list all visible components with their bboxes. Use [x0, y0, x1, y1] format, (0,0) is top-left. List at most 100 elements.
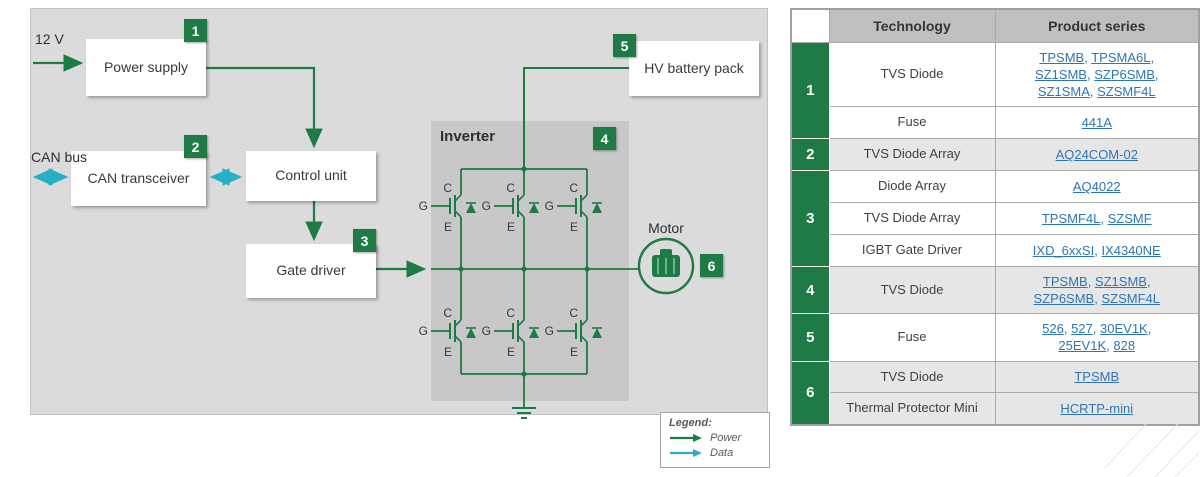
- product-link[interactable]: AQ4022: [1072, 179, 1121, 195]
- group-number-cell: 3: [790, 170, 830, 267]
- hv-battery-pack-label: HV battery pack: [644, 59, 744, 76]
- technology-cell: Fuse: [828, 106, 996, 140]
- product-series-cell: TPSMB, TPSMA6L, SZ1SMB, SZP6SMB, SZ1SMA,…: [994, 41, 1200, 108]
- terminal-label-gate: G: [419, 199, 428, 213]
- product-link[interactable]: TPSMB: [1042, 273, 1088, 289]
- group-number-cell: 2: [790, 138, 830, 172]
- product-link[interactable]: SZSMF4L: [1101, 291, 1160, 307]
- technology-cell: TVS Diode Array: [828, 138, 996, 172]
- group-number-cell: 1: [790, 41, 830, 140]
- decorative-pattern: [1104, 407, 1200, 477]
- product-series-cell: IXD_6xxSI, IX4340NE: [994, 234, 1200, 267]
- technology-cell: TVS Diode: [828, 265, 996, 315]
- badge-5-hv-battery: 5: [613, 34, 636, 57]
- table-row: Thermal Protector Mini HCRTP-mini: [791, 392, 1200, 426]
- product-link[interactable]: SZ1SMB: [1094, 273, 1147, 289]
- group-number-cell: 5: [790, 313, 830, 362]
- group-number-cell: 4: [790, 265, 830, 315]
- product-series-cell: AQ24COM-02: [994, 138, 1200, 172]
- technology-cell: Diode Array: [828, 170, 996, 204]
- legend-title: Legend:: [669, 417, 712, 429]
- power-supply-box: Power supply: [86, 39, 206, 96]
- product-series-cell: 526, 527, 30EV1K, 25EV1K, 828: [994, 313, 1200, 362]
- product-link[interactable]: SZSMF: [1107, 211, 1152, 226]
- can-transceiver-label: CAN transceiver: [87, 169, 190, 186]
- gate-driver-label: Gate driver: [276, 262, 346, 279]
- hv-battery-pack-box: HV battery pack: [629, 41, 759, 96]
- legend: Legend: Power Data: [660, 412, 770, 468]
- table-header-technology: Technology: [828, 8, 996, 43]
- product-link[interactable]: 527: [1071, 321, 1093, 337]
- product-series-cell: TPSMF4L, SZSMF: [994, 202, 1200, 236]
- product-link[interactable]: SZP6SMB: [1033, 291, 1095, 307]
- product-link[interactable]: TPSMF4L: [1041, 211, 1101, 226]
- product-link[interactable]: 30EV1K: [1100, 321, 1148, 337]
- product-link[interactable]: TPSMA6L: [1091, 50, 1151, 65]
- product-link[interactable]: HCRTP-mini: [1060, 401, 1134, 417]
- legend-data-item: Data: [669, 447, 761, 459]
- inverter-title: Inverter: [440, 128, 496, 145]
- technology-cell: TVS Diode: [828, 360, 996, 394]
- product-series-cell: AQ4022: [994, 170, 1200, 204]
- label-can-bus: CAN bus: [31, 149, 88, 165]
- product-link[interactable]: AQ24COM-02: [1055, 147, 1138, 163]
- ground-symbol: [512, 407, 536, 419]
- product-link[interactable]: 828: [1113, 338, 1136, 354]
- product-series-cell: 441A: [994, 106, 1200, 140]
- control-unit-box: Control unit: [246, 151, 376, 201]
- product-link[interactable]: 25EV1K: [1058, 338, 1107, 354]
- label-12v: 12 V: [35, 31, 64, 47]
- technology-cell: Fuse: [828, 313, 996, 362]
- gate-driver-box: Gate driver: [246, 244, 376, 298]
- badge-1-power-supply: 1: [184, 19, 207, 42]
- motor-label: Motor: [648, 220, 684, 236]
- product-link[interactable]: SZ1SMA: [1037, 84, 1090, 100]
- can-transceiver-box: CAN transceiver: [71, 151, 206, 206]
- product-link[interactable]: SZP6SMB: [1094, 67, 1155, 83]
- product-link[interactable]: 526: [1042, 321, 1064, 337]
- product-link[interactable]: SZSMF4L: [1097, 84, 1156, 100]
- power-supply-label: Power supply: [103, 58, 189, 75]
- motor-icon: [637, 237, 695, 295]
- badge-4-inverter: 4: [593, 127, 616, 150]
- legend-data-label: Data: [710, 447, 734, 459]
- badge-2-can-transceiver: 2: [184, 135, 207, 158]
- technology-cell: TVS Diode Array: [828, 202, 996, 236]
- control-unit-label: Control unit: [275, 167, 347, 184]
- product-link[interactable]: IXD_6xxSI: [1032, 242, 1095, 258]
- table-header-row: Technology Product series: [790, 8, 1200, 43]
- technology-cell: Thermal Protector Mini: [828, 392, 996, 426]
- product-series-cell: HCRTP-mini: [994, 392, 1200, 426]
- legend-power-label: Power: [710, 432, 742, 444]
- group-number-cell: 6: [790, 360, 830, 426]
- product-link[interactable]: TPSMB: [1039, 50, 1085, 65]
- product-series-cell: TPSMB: [994, 360, 1200, 394]
- terminal-label-gate: G: [419, 324, 428, 338]
- table-row: Fuse 441A: [791, 106, 1200, 140]
- badge-3-gate-driver: 3: [353, 229, 376, 252]
- technology-cell: TVS Diode: [828, 41, 996, 108]
- inverter-region: [431, 121, 629, 401]
- badge-6-motor: 6: [700, 254, 723, 277]
- power-arrow-icon: [670, 434, 702, 442]
- technology-cell: IGBT Gate Driver: [828, 234, 996, 267]
- product-series-cell: TPSMB, SZ1SMB, SZP6SMB, SZSMF4L: [994, 265, 1200, 315]
- data-arrow-icon: [670, 449, 702, 457]
- product-link[interactable]: IX4340NE: [1101, 242, 1161, 258]
- product-link[interactable]: SZ1SMB: [1034, 67, 1087, 83]
- arrow-power-supply-to-control-unit: [206, 66, 323, 149]
- product-link[interactable]: TPSMB: [1074, 369, 1120, 385]
- product-link[interactable]: 441A: [1081, 115, 1112, 131]
- table-header-product-series: Product series: [994, 8, 1200, 43]
- legend-power-item: Power: [669, 432, 761, 444]
